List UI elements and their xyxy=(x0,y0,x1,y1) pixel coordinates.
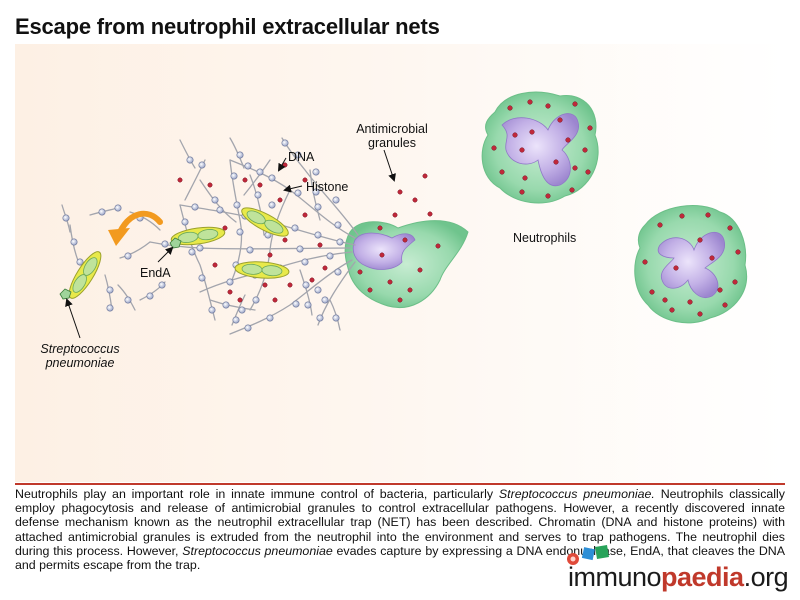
escape-arrow xyxy=(117,210,163,235)
page-title: Escape from neutrophil extracellular net… xyxy=(15,14,440,39)
enda-label: EndA xyxy=(140,266,171,280)
bacterium-escaped xyxy=(68,251,102,299)
dying-neutrophil xyxy=(344,220,469,308)
logo-part-1: immuno xyxy=(568,562,662,592)
strep-pointer xyxy=(65,298,81,339)
granules-top xyxy=(491,99,593,199)
logo[interactable]: immunopaedia.org xyxy=(568,562,789,592)
granules-label-line1: Antimicrobial xyxy=(356,122,428,136)
neutrophil-top xyxy=(481,91,599,204)
bacterium-trapped-3 xyxy=(234,261,290,279)
neutrophil-bottom xyxy=(634,205,747,324)
bacterium-trapped-1 xyxy=(170,226,226,246)
escape-arrowhead xyxy=(108,228,130,246)
logo-part-3: .org xyxy=(743,562,789,592)
histone-pointer xyxy=(283,184,303,193)
strep-label-line1: Streptococcus xyxy=(40,342,119,356)
dna-pointer xyxy=(277,157,287,172)
caption-italic-2: Streptococcus pneumoniae xyxy=(182,543,333,558)
granules-label-line2: granules xyxy=(368,136,416,150)
histone-label: Histone xyxy=(306,180,348,194)
enda-enzyme-2 xyxy=(59,288,72,300)
caption-italic-1: Streptococcus pneumoniae. xyxy=(498,487,655,501)
bacterium-trapped-2 xyxy=(241,207,289,237)
logo-part-2: paedia xyxy=(661,562,744,592)
neutrophils-label: Neutrophils xyxy=(513,231,576,245)
granules-bottom xyxy=(642,212,741,317)
caption-part-1: Neutrophils play an important role in in… xyxy=(15,487,499,501)
caption-part-3: evades capture by expressing a DNA endon… xyxy=(15,543,785,573)
granules-pointer xyxy=(383,149,396,182)
net-diagram: DNA Histone Antimicrobial granules Neutr… xyxy=(40,91,747,370)
enda-pointer xyxy=(157,246,174,263)
strep-label-line2: pneumoniae xyxy=(45,356,115,370)
dna-label: DNA xyxy=(288,150,315,164)
logo-icon xyxy=(567,545,609,565)
caption-text: Neutrophils play an important role in in… xyxy=(15,487,785,572)
caption-part-2: Neutrophils classically employ phagocyto… xyxy=(15,487,785,558)
caption-divider xyxy=(15,483,785,485)
